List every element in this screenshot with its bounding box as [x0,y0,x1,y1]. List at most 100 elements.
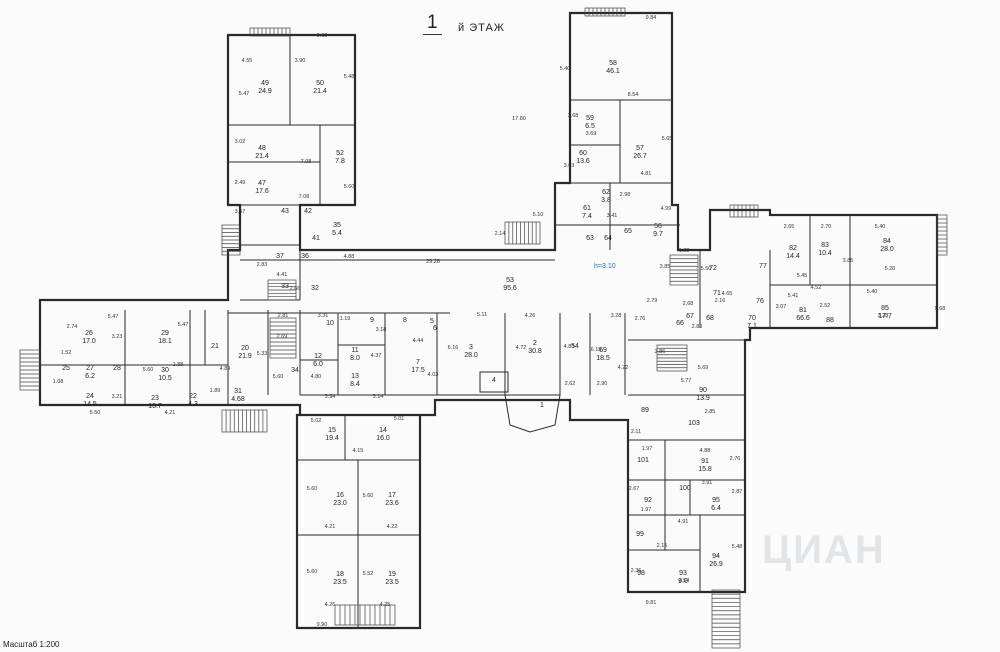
dimension-label: 3.14 [373,394,384,400]
dimension-label: 7.08 [301,159,312,165]
staircase [249,27,291,37]
room-area: 21.4 [255,153,269,160]
dimension-label: 4.41 [277,272,288,278]
dimension-label: 17.80 [512,116,526,122]
room-number: 36 [301,253,309,260]
room-label-100: 100 [679,485,691,492]
watermark: ЦИАН [762,528,886,572]
dimension-label: 1.19 [340,316,351,322]
room-number: 19 [388,571,396,578]
room-label-33: 33 [281,283,289,290]
room-label-64: 64 [604,235,612,242]
room-label-52: 527.8 [335,150,345,165]
dimension-label: 2.70 [821,224,832,230]
room-number: 3 [469,344,473,351]
room-number: 70 [748,315,756,322]
room-area: 66.6 [796,315,810,322]
dimension-label: 9.81 [646,600,657,606]
room-number: 15 [328,427,336,434]
dimension-label: 9.63 [317,33,328,39]
dimension-label: 4.26 [325,602,336,608]
room-label-2: 230.8 [528,340,542,355]
room-area: 9.0 [678,578,688,585]
room-label-42: 42 [304,208,312,215]
dimension-label: 5.48 [732,544,743,550]
room-number: 23 [151,395,159,402]
dimension-label: 7.08 [299,194,310,200]
dimension-label: 1.97 [641,507,652,513]
room-number: 8 [403,317,407,324]
dimension-label: 5.60 [344,184,355,190]
room-label-36: 36 [301,253,309,260]
dimension-label: 5.40 [875,224,886,230]
rotunda [504,394,561,433]
room-number: 13 [351,373,359,380]
room-label-21: 21 [211,343,219,350]
room-number: 58 [609,60,617,67]
dimension-label: 1.52 [61,350,72,356]
room-number: 83 [821,242,829,249]
room-area: 6.4 [711,505,721,512]
staircase [221,224,241,256]
dimension-label: 3.94 [325,394,336,400]
dimension-label: 5.60 [273,374,284,380]
room-area: 95.6 [503,285,517,292]
room-label-62: 623.8 [601,189,611,204]
dimension-label: 4.03 [428,372,439,378]
room-number: 50 [316,80,324,87]
room-number: 30 [161,367,169,374]
dimension-label: 1.38 [679,248,690,254]
dimension-label: 29.28 [426,259,440,265]
room-area: 13.7 [148,403,162,410]
room-number: 37 [276,253,284,260]
dimension-label: 2.76 [635,316,646,322]
dimension-label: 2.62 [565,381,576,387]
dimension-label: 2.85 [705,409,716,415]
room-area: 21.4 [313,88,327,95]
dimension-label: 4.25 [380,602,391,608]
room-number: 69 [599,347,607,354]
staircase [729,204,759,218]
dimension-label: 4.83 [564,344,575,350]
room-number: 62 [602,189,610,196]
staircase [504,221,541,245]
dimension-label: 4.22 [387,524,398,530]
floor-number: 1 [423,12,442,35]
staircase [936,214,948,256]
room-area: 8.0 [350,355,360,362]
room-number: 12 [314,353,322,360]
dimension-label: 2.98 [620,192,631,198]
dimension-label: 2.74 [67,324,78,330]
room-area: 6.2 [85,373,95,380]
dimension-label: 4.88 [700,448,711,454]
dimension-label: 2.67 [629,486,640,492]
dimension-label: 4.88 [344,254,355,260]
dimension-label: 3.85 [660,264,671,270]
dimension-label: 2.65 [784,224,795,230]
staircase [19,349,41,391]
room-label-95: 956.4 [711,497,721,512]
room-label-31: 314.68 [231,388,245,403]
room-area: 6.5 [585,123,595,130]
dimension-label: 2.76 [730,456,741,462]
room-area: 18.5 [596,355,610,362]
staircases [19,7,948,649]
dimension-label: 5.47 [239,91,250,97]
room-label-88: 88 [826,317,834,324]
room-area: 23.0 [333,500,347,507]
dimension-label: 1.97 [642,446,653,452]
dimension-label: 5.01 [394,416,405,422]
room-label-68: 68 [706,315,714,322]
dimension-label: 6.16 [448,345,459,351]
dimension-label: 5.65 [662,136,673,142]
room-area: 15.8 [698,466,712,473]
